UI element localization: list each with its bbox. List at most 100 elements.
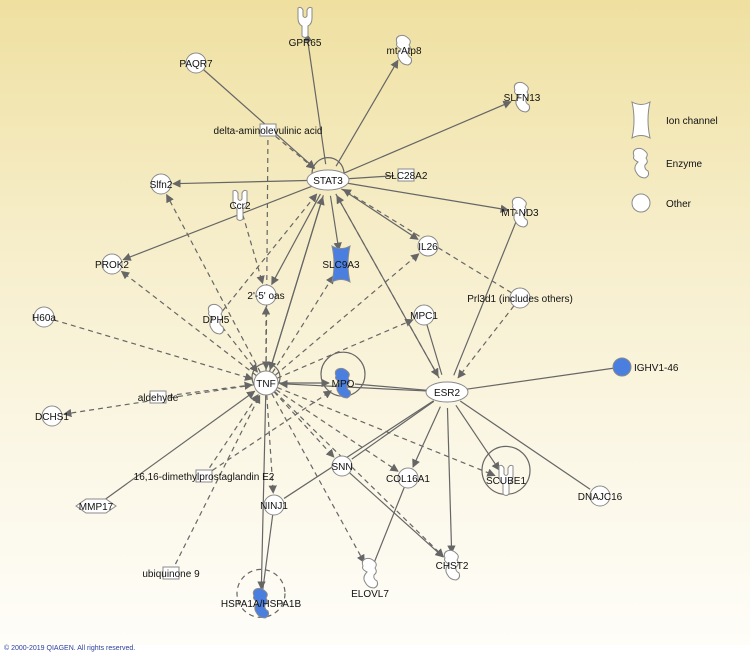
stat3-shape	[306, 169, 350, 191]
node-mtatp8[interactable]: mt-Atp8	[386, 34, 422, 66]
elovl7-label: ELOVL7	[351, 589, 389, 600]
node-tnf[interactable]: TNF	[253, 370, 279, 396]
slc28a2-label: SLC28A2	[385, 171, 428, 182]
node-ninj1[interactable]: NINJ1	[260, 494, 288, 516]
edge-stat3-slfn13	[342, 100, 512, 175]
node-slfn13[interactable]: SLFN13	[504, 81, 541, 113]
mpo-shape	[334, 367, 352, 399]
esr2-label: ESR2	[434, 388, 461, 399]
dnajc16-label: DNAJC16	[578, 492, 623, 503]
edge-ninj1-hspa	[262, 514, 274, 590]
edge-tnf-stat3	[268, 196, 325, 372]
dmpge2-label: 16,16-dimethylprostaglandin E2	[134, 472, 275, 483]
node-mtnd3[interactable]: MT-ND3	[501, 196, 539, 228]
node-mpc1[interactable]: MPC1	[410, 304, 438, 326]
node-dph5[interactable]: DPH5	[203, 303, 230, 335]
tnf-shape	[253, 370, 279, 396]
aldehyde-shape	[149, 390, 167, 404]
edge-tnf-elovl7	[271, 393, 365, 564]
edge-esr2-ninj1	[283, 400, 434, 499]
edge-prl3d1-stat3	[342, 188, 512, 294]
prl3d1-label: Prl3d1 (includes others)	[467, 294, 573, 305]
edge-dmpge2-mpo	[211, 390, 333, 471]
node-paqr7[interactable]: PAQR7	[179, 52, 213, 74]
edge-esr2-snn	[351, 400, 435, 460]
slc9a3-label: SLC9A3	[322, 260, 360, 271]
gpr65-label: GPR65	[289, 38, 322, 49]
node-ighv[interactable]: IGHV1-46	[612, 357, 679, 377]
edge-col16a1-elovl7	[373, 487, 405, 563]
edge-dph5-stat3	[221, 193, 318, 312]
edge-tnf-il26	[274, 253, 420, 376]
chst2-shape	[443, 549, 461, 581]
mtatp8-shape	[395, 34, 413, 66]
edge-dph5-tnf	[221, 326, 258, 373]
node-mpo[interactable]: MPO	[332, 367, 355, 399]
edge-ccr2-oas	[242, 214, 265, 285]
edge-dala-stat3	[275, 135, 315, 170]
node-ccr2[interactable]: Ccr2	[229, 189, 251, 221]
node-chst2[interactable]: CHST2	[436, 549, 469, 581]
node-snn[interactable]: SNN	[331, 455, 353, 477]
prok2-label: PROK2	[95, 260, 129, 271]
mtnd3-label: MT-ND3	[501, 208, 539, 219]
node-prok2[interactable]: PROK2	[95, 253, 129, 275]
mpc1-label: MPC1	[410, 311, 438, 322]
dnajc16-shape	[589, 485, 611, 507]
mpc1-shape	[413, 304, 435, 326]
gpr65-shape	[297, 6, 313, 38]
edge-tnf-slfn2	[166, 193, 261, 373]
edge-mmp17-tnf	[103, 390, 256, 501]
edge-stat3-slc9a3	[329, 195, 342, 251]
node-elovl7[interactable]: ELOVL7	[351, 557, 389, 600]
dph5-shape	[207, 303, 225, 335]
dmpge2-shape	[195, 469, 213, 483]
col16a1-shape	[397, 467, 419, 489]
edge-ighv-esr2	[464, 367, 614, 391]
node-slfn2[interactable]: Slfn2	[150, 173, 173, 195]
node-col16a1[interactable]: COL16A1	[386, 467, 430, 489]
node-oas[interactable]: 2'-5' oas	[247, 284, 285, 306]
edge-stat3-prok2	[122, 185, 314, 261]
node-prl3d1[interactable]: Prl3d1 (includes others)	[467, 287, 573, 309]
edge-stat3-mtatp8	[335, 59, 399, 167]
node-dmpge2[interactable]: 16,16-dimethylprostaglandin E2	[134, 469, 275, 483]
edge-mtnd3-esr2	[453, 221, 517, 376]
edge-esr2-tnf	[279, 379, 432, 392]
dph5-label: DPH5	[203, 315, 230, 326]
node-gpr65[interactable]: GPR65	[289, 6, 322, 49]
node-dala[interactable]: delta-aminolevulinic acid	[214, 123, 323, 137]
node-aldehyde[interactable]: aldehyde	[138, 390, 179, 404]
node-slc9a3[interactable]: SLC9A3	[322, 245, 360, 283]
ccr2-shape	[232, 189, 248, 221]
node-hspa[interactable]: HSPA1A/HSPA1B	[221, 587, 302, 619]
node-h60a[interactable]: H60a	[32, 306, 56, 328]
node-scube1[interactable]: SCUBE1	[486, 464, 526, 496]
aldehyde-label: aldehyde	[138, 393, 179, 404]
edge-ubq9-tnf	[174, 394, 261, 565]
node-il26[interactable]: IL26	[417, 235, 439, 257]
mtnd3-shape	[511, 196, 529, 228]
circle-icon	[631, 193, 651, 213]
edge-mpo-esr2	[354, 383, 430, 392]
node-stat3[interactable]: STAT3	[306, 169, 350, 191]
slfn13-label: SLFN13	[504, 93, 541, 104]
node-dchs1[interactable]: DCHS1	[35, 405, 69, 427]
snn-label: SNN	[331, 462, 352, 473]
tnf-label: TNF	[256, 379, 275, 390]
slfn2-shape	[150, 173, 172, 195]
edge-tnf-slc9a3	[271, 275, 335, 374]
node-slc28a2[interactable]: SLC28A2	[385, 168, 428, 182]
node-ubq9[interactable]: ubiquinone 9	[142, 566, 200, 580]
ighv-shape	[612, 357, 632, 377]
edge-stat3-slfn2	[172, 179, 313, 188]
mpo-label: MPO	[332, 379, 355, 390]
slfn13-shape	[513, 81, 531, 113]
node-dnajc16[interactable]: DNAJC16	[578, 485, 623, 507]
dchs1-shape	[41, 405, 63, 427]
node-mmp17[interactable]: MMP17	[75, 498, 117, 514]
node-esr2[interactable]: ESR2	[425, 381, 469, 403]
